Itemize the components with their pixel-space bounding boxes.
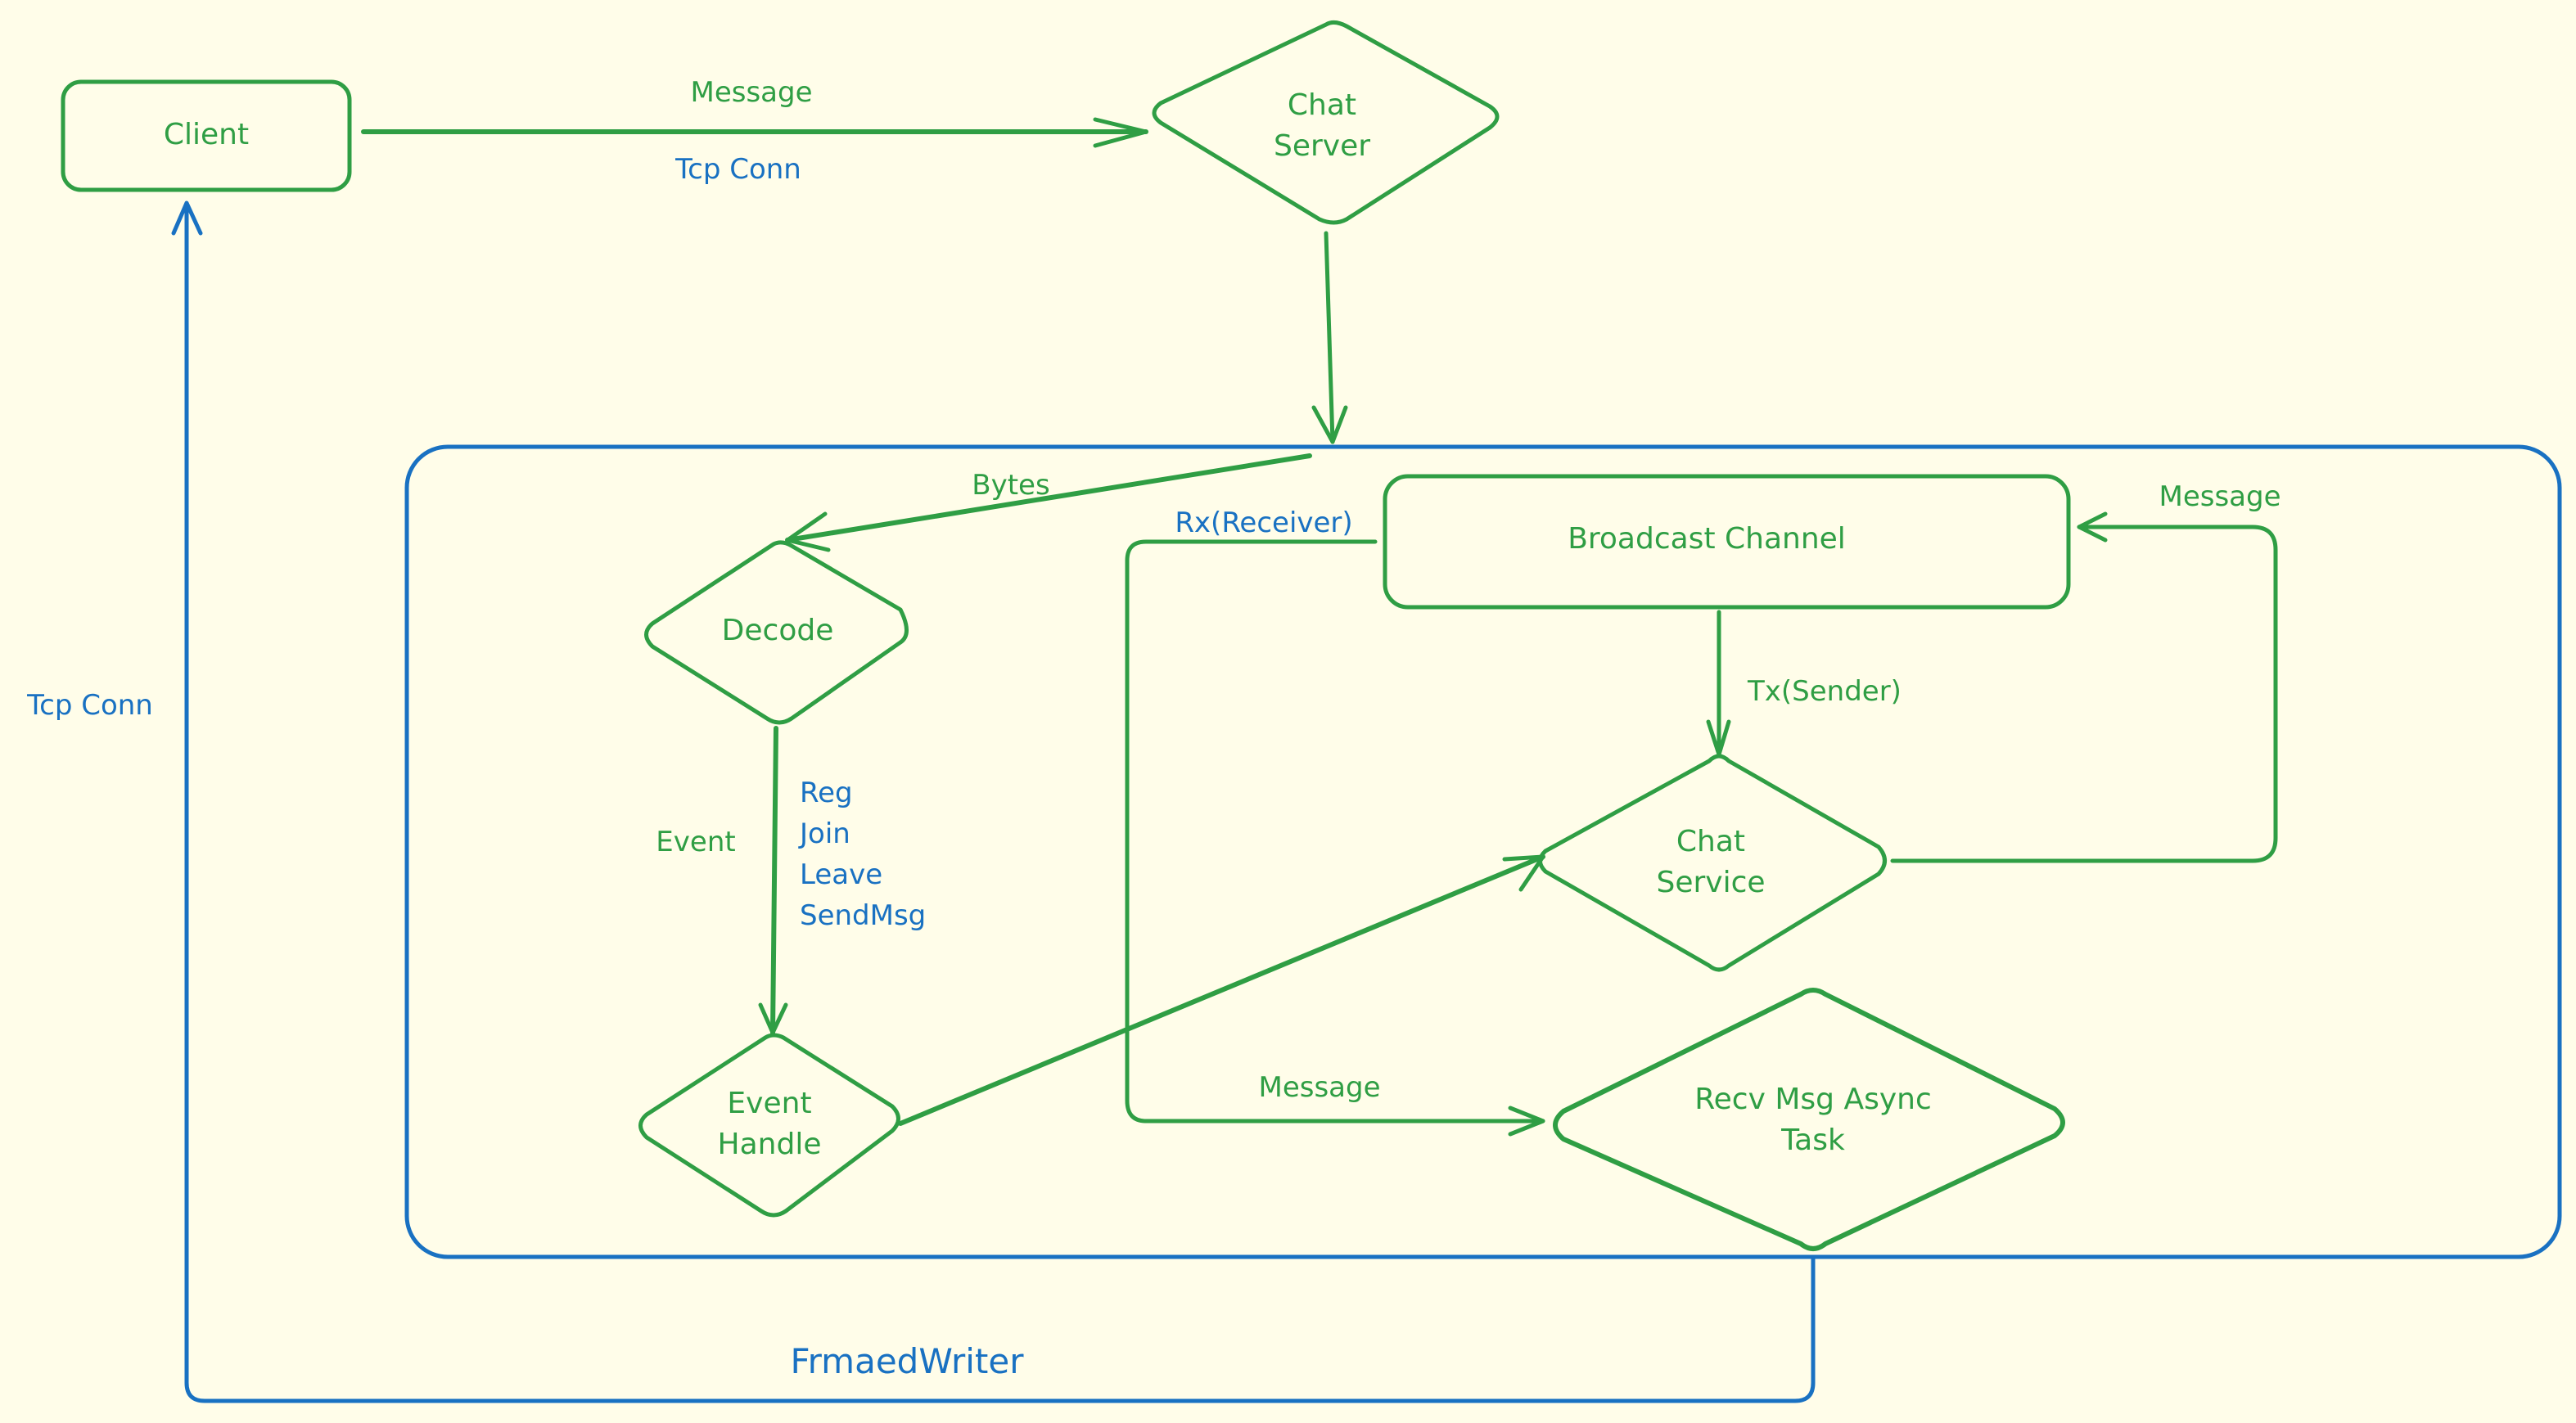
recv-task-label-line1: Recv Msg Async [1694, 1083, 1932, 1116]
arrowhead-icon [171, 200, 203, 236]
arrowhead-icon [758, 1002, 788, 1035]
edge-decode-to-event-handle: Event Reg Join Leave SendMsg [656, 726, 926, 1035]
edge-rx-receiver: Rx(Receiver) Message [1125, 507, 1545, 1137]
edge-label-rx-receiver: Rx(Receiver) [1175, 507, 1352, 539]
chat-service-node[interactable]: Chat Service [1538, 754, 1887, 972]
recv-task-label-line2: Task [1780, 1124, 1845, 1157]
edge-tx-sender: Tx(Sender) [1706, 610, 1902, 757]
edge-server-to-container [1311, 231, 1348, 444]
edge-label-message-rx: Message [1258, 1071, 1380, 1104]
decode-label: Decode [722, 614, 834, 647]
arrowhead-icon [1093, 117, 1148, 148]
arrowhead-icon [2077, 511, 2108, 543]
event-type-join: Join [798, 817, 850, 850]
edge-task-to-client: Tcp Conn FrmaedWriter [26, 200, 1816, 1403]
edge-label-return-tcp-conn: Tcp Conn [26, 689, 153, 722]
event-handle-label-line1: Event [727, 1087, 811, 1120]
client-label: Client [164, 118, 249, 151]
edge-client-to-server: Message Tcp Conn [361, 76, 1148, 186]
chat-server-node[interactable]: Chat Server [1152, 20, 1500, 225]
edge-bytes-to-decode: Bytes [785, 453, 1312, 552]
edge-label-framed-writer: FrmaedWriter [791, 1341, 1025, 1381]
chat-service-label-line1: Chat [1676, 825, 1745, 858]
edge-label-message-loop: Message [2159, 480, 2281, 513]
server-container [404, 444, 2562, 1259]
broadcast-channel-node[interactable]: Broadcast Channel [1383, 474, 2071, 610]
client-node[interactable]: Client [61, 79, 352, 192]
event-type-sendmsg: SendMsg [800, 899, 926, 932]
chat-server-label-line1: Chat [1288, 88, 1356, 122]
event-handle-node[interactable]: Event Handle [638, 1033, 900, 1218]
edge-service-to-broadcast: Message [1890, 480, 2281, 863]
edge-label-bytes: Bytes [972, 469, 1049, 502]
event-type-leave: Leave [800, 858, 882, 891]
broadcast-channel-label: Broadcast Channel [1568, 522, 1846, 556]
edge-label-tx-sender: Tx(Sender) [1747, 675, 1902, 708]
event-type-reg: Reg [800, 777, 853, 809]
chat-service-label-line2: Service [1656, 866, 1765, 899]
chat-server-label-line2: Server [1274, 129, 1370, 163]
decode-node[interactable]: Decode [644, 540, 909, 725]
edge-label-tcp-conn: Tcp Conn [674, 153, 801, 186]
edge-label-event: Event [656, 826, 735, 858]
arrowhead-icon [1508, 1106, 1545, 1137]
edge-label-message: Message [690, 76, 812, 109]
arrowhead-icon [1311, 405, 1348, 444]
arrowhead-icon [785, 511, 831, 552]
event-handle-label-line2: Handle [718, 1128, 822, 1161]
recv-task-node[interactable]: Recv Msg Async Task [1553, 988, 2065, 1251]
